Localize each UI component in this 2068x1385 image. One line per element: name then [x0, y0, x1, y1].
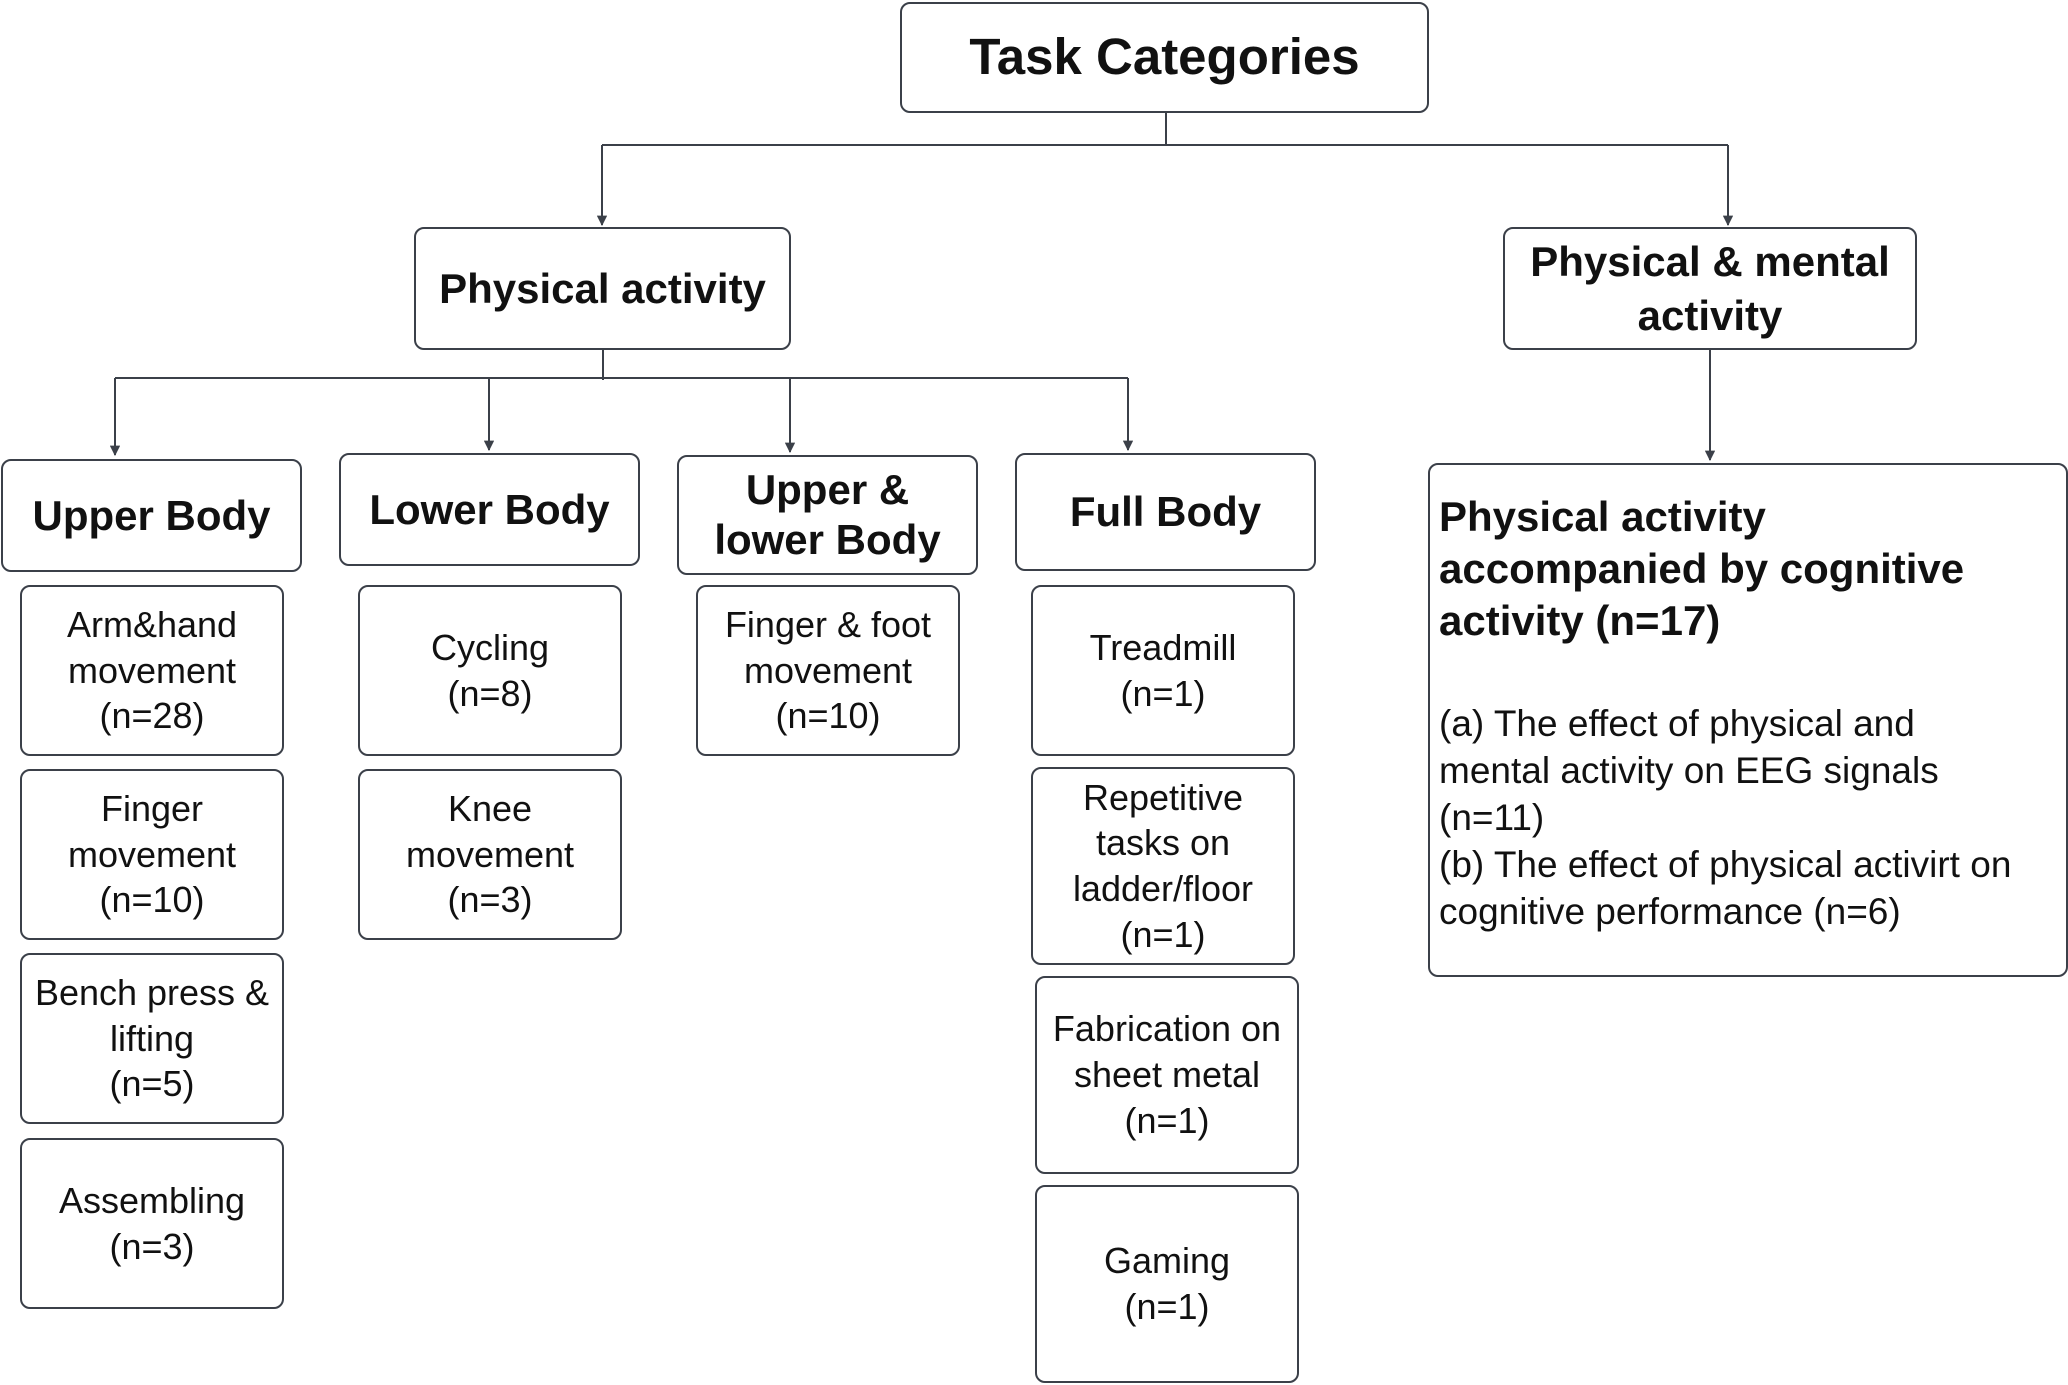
upper-lower-body-item: Finger & foot movement (n=10) — [696, 585, 960, 756]
root-node: Task Categories — [900, 2, 1429, 113]
full-body-item-line: Repetitive — [1082, 776, 1244, 818]
full-body-item: Treadmill (n=1) — [1031, 585, 1295, 756]
full-body-item-line: tasks on — [1095, 822, 1231, 864]
lower-body-node: Lower Body — [339, 453, 640, 566]
lower-body-label: Lower Body — [369, 485, 610, 533]
upper-body-item-line: (n=28) — [99, 695, 205, 737]
upper-body-item: Finger movement (n=10) — [20, 769, 284, 940]
upper-lower-body-label-line-1: Upper & — [745, 466, 910, 514]
cognitive-detail-line: (a) The effect of physical and — [1439, 703, 1915, 745]
full-body-item-line: (n=1) — [1120, 672, 1206, 714]
cognitive-detail-line: (b) The effect of physical activirt on — [1439, 844, 2012, 886]
upper-lower-body-item-line: (n=10) — [775, 695, 881, 737]
upper-lower-body-label-line-2: lower Body — [714, 516, 941, 563]
cognitive-activity-node: Physical activity accompanied by cogniti… — [1428, 463, 2068, 977]
cognitive-detail-line: mental activity on EEG signals — [1439, 750, 1939, 792]
cognitive-detail-line: (n=11) — [1439, 797, 1545, 839]
lower-body-item: Knee movement (n=3) — [358, 769, 622, 940]
lower-body-item: Cycling (n=8) — [358, 585, 622, 756]
upper-lower-body-item-line: movement — [743, 649, 913, 691]
cognitive-detail-line: cognitive performance (n=6) — [1439, 891, 1901, 933]
cognitive-heading-line: accompanied by cognitive — [1439, 545, 1965, 593]
lower-body-item-line: Knee — [447, 787, 533, 829]
upper-body-item-line: lifting — [109, 1017, 195, 1059]
upper-body-item: Assembling (n=3) — [20, 1138, 284, 1309]
upper-body-item-line: (n=5) — [109, 1063, 195, 1105]
full-body-item-line: Gaming — [1103, 1240, 1231, 1282]
full-body-item-line: Treadmill — [1089, 626, 1237, 668]
upper-body-item-line: movement — [67, 649, 237, 691]
upper-body-item-line: movement — [67, 833, 237, 875]
upper-body-label: Upper Body — [32, 491, 271, 539]
full-body-item-line: ladder/floor — [1072, 868, 1254, 909]
upper-lower-body-item-line: Finger & foot — [724, 603, 932, 645]
lower-body-item-line: (n=8) — [447, 672, 533, 714]
physical-mental-label-line-2: activity — [1637, 291, 1783, 339]
upper-body-item: Bench press & lifting (n=5) — [20, 953, 284, 1124]
upper-body-node: Upper Body — [1, 459, 302, 572]
lower-body-item-line: Cycling — [430, 626, 550, 668]
full-body-item-line: sheet metal — [1073, 1054, 1261, 1096]
lower-body-item-line: movement — [405, 833, 575, 875]
cognitive-heading-line: activity (n=17) — [1439, 597, 1721, 645]
root-label: Task Categories — [969, 28, 1360, 86]
full-body-item-line: (n=1) — [1124, 1099, 1210, 1141]
upper-body-item-line: Arm&hand — [66, 603, 238, 645]
physical-mental-label-line-1: Physical & mental — [1530, 237, 1890, 285]
upper-body-item-line: Finger — [100, 787, 204, 829]
physical-activity-label: Physical activity — [439, 264, 766, 312]
full-body-item-line: (n=1) — [1120, 913, 1206, 955]
upper-body-item-line: (n=3) — [109, 1225, 195, 1267]
full-body-item-line: Fabrication on — [1052, 1008, 1282, 1050]
full-body-item: Fabrication on sheet metal (n=1) — [1035, 976, 1299, 1174]
cognitive-spacer — [1439, 647, 2046, 701]
lower-body-item-line: (n=3) — [447, 879, 533, 921]
physical-activity-node: Physical activity — [414, 227, 791, 350]
upper-lower-body-node: Upper & lower Body — [677, 455, 978, 575]
full-body-item: Gaming (n=1) — [1035, 1185, 1299, 1383]
full-body-label: Full Body — [1069, 488, 1262, 536]
upper-body-item: Arm&hand movement (n=28) — [20, 585, 284, 756]
cognitive-heading-line: Physical activity — [1439, 493, 1766, 540]
full-body-item-line: (n=1) — [1124, 1286, 1210, 1327]
upper-body-item-line: Bench press & — [34, 971, 270, 1013]
physical-mental-activity-node: Physical & mental activity — [1503, 227, 1917, 350]
full-body-item: Repetitive tasks on ladder/floor (n=1) — [1031, 767, 1295, 965]
upper-body-item-line: Assembling — [58, 1179, 246, 1221]
upper-body-item-line: (n=10) — [99, 879, 205, 921]
full-body-node: Full Body — [1015, 453, 1316, 571]
